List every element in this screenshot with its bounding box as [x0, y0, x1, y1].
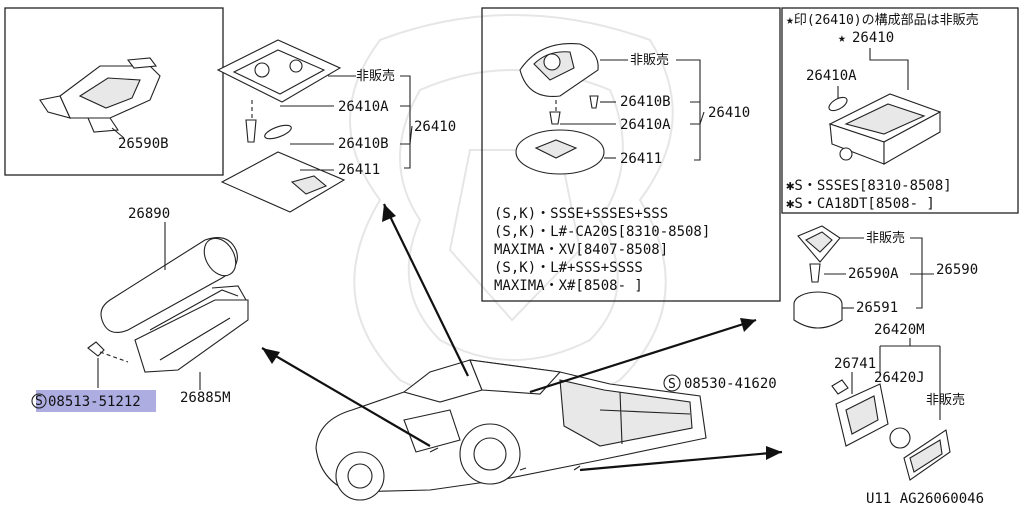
note-star: ★: [838, 31, 846, 46]
label-lamp5-26741: 26741: [834, 356, 876, 372]
bracket-26590b-drawing: [39, 57, 161, 139]
lamp-housing-26885m-drawing: [134, 285, 249, 390]
label-lamp1-26410a: 26410A: [338, 99, 389, 115]
s-circle-08530: [663, 374, 681, 392]
note-line-1: ✱S・SSSES[8310-8508]: [786, 178, 952, 194]
lamp2-leader-lines: [560, 59, 705, 161]
application-line-3: MAXIMA・XV[8407-8508]: [494, 242, 668, 258]
label-lamp4-26590: 26590: [936, 262, 978, 278]
label-08513: 08513-51212: [48, 394, 141, 410]
room-lamp-26410-drawing: [216, 39, 346, 213]
label-lamp5-hihan: 非販売: [926, 392, 965, 408]
lamp1-leader-lines: [280, 75, 413, 171]
application-line-1: (S,K)・SSSE+SSSES+SSS: [494, 206, 668, 222]
screw-08513-drawing: [87, 341, 129, 388]
lamp-lens-26890-drawing: [100, 222, 238, 333]
label-08530-prefix: S: [668, 377, 676, 392]
lamp5-drawing: [831, 338, 951, 481]
note-top: ★印(26410)の構成部品は非販売: [786, 12, 979, 28]
label-08530: 08530-41620: [684, 376, 777, 392]
application-line-5: MAXIMA・X#[8508- ]: [494, 278, 643, 294]
application-line-2: (S,K)・L#-CA20S[8310-8508]: [494, 224, 710, 240]
applications-list: (S,K)・SSSE+SSSES+SSS (S,K)・L#-CA20S[8310…: [494, 206, 710, 294]
lamp4-leader-lines: [824, 237, 934, 309]
label-lamp2-26411: 26411: [620, 151, 662, 167]
label-lamp2-26410b: 26410B: [620, 94, 671, 110]
application-line-4: (S,K)・L#+SSS+SSSS: [494, 260, 643, 276]
label-08513-prefix: S: [35, 394, 43, 409]
pointer-arrows: [261, 203, 783, 472]
label-lamp3-26410a: 26410A: [806, 68, 857, 84]
label-lamp1-hihan: 非販売: [356, 68, 395, 84]
room-lamp-center-drawing: [515, 42, 605, 175]
label-lamp1-26410b: 26410B: [338, 136, 389, 152]
bracket-26590b-frame: [4, 7, 224, 176]
label-26590b: 26590B: [118, 136, 169, 152]
applications-frame: [481, 7, 781, 302]
footer-ref: U11 AG26060046: [866, 491, 984, 507]
label-26890: 26890: [128, 206, 170, 222]
label-lamp1-26411: 26411: [338, 162, 380, 178]
star-note-frame: [781, 7, 1019, 214]
label-lamp3-26410: 26410: [852, 30, 894, 46]
highlight-08513: [36, 390, 156, 412]
label-lamp4-26591: 26591: [856, 300, 898, 316]
s-circle-08513: [31, 393, 47, 409]
label-lamp5-26420j: 26420J: [874, 370, 925, 386]
label-lamp1-26410: 26410: [414, 119, 456, 135]
label-lamp2-26410: 26410: [708, 105, 750, 121]
note-line-2: ✱S・CA18DT[8508- ]: [786, 196, 935, 212]
label-lamp2-26410a: 26410A: [620, 117, 671, 133]
label-lamp5-26420m: 26420M: [874, 322, 925, 338]
label-lamp4-26590a: 26590A: [848, 266, 899, 282]
car-drawing: [315, 359, 707, 501]
label-lamp4-hihan: 非販売: [866, 230, 905, 246]
label-lamp2-hihan: 非販売: [630, 52, 669, 68]
lamp4-drawing: [793, 225, 843, 329]
label-26885m: 26885M: [180, 390, 231, 406]
lamp3-drawing: [828, 48, 942, 165]
